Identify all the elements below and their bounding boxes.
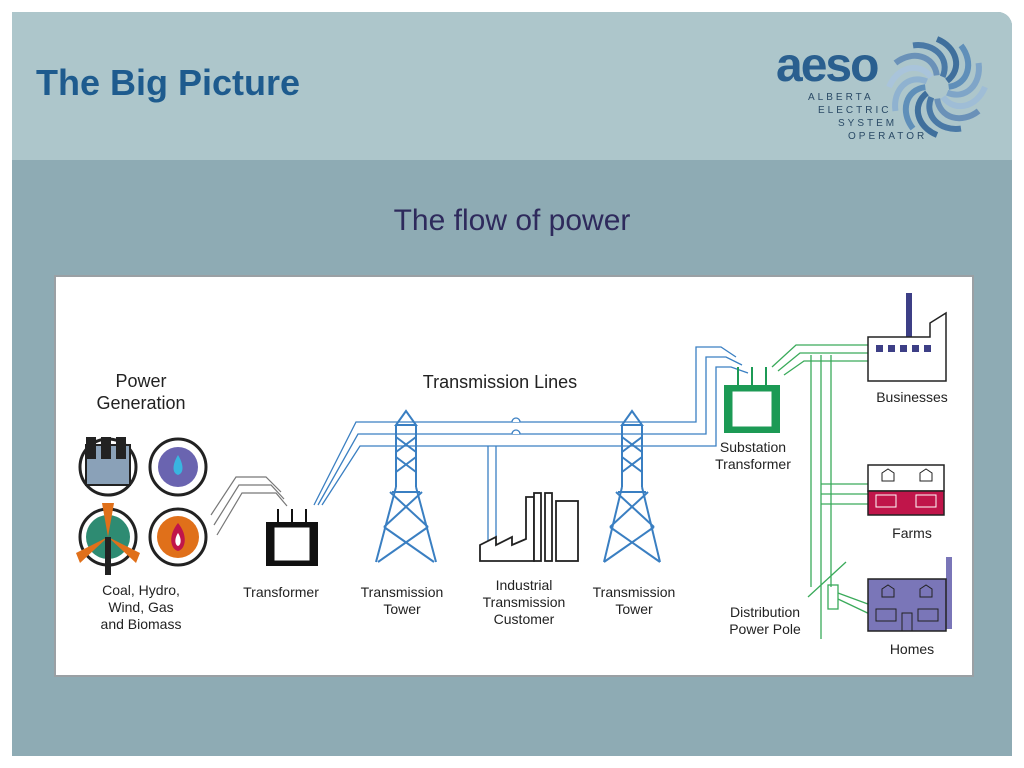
distribution-lines — [771, 344, 877, 639]
coal-plant-icon — [78, 437, 138, 497]
label-farms: Farms — [892, 525, 932, 541]
slide: The Big Picture aeso ALBERTA ELECTRIC SY… — [12, 12, 1012, 756]
logo-line-1: ALBERTA — [808, 92, 874, 103]
logo-line-3: SYSTEM — [838, 118, 898, 129]
wind-icon — [76, 503, 140, 575]
logo-swirl-icon — [886, 36, 988, 138]
home-building-icon — [867, 557, 952, 632]
transformer-icon — [266, 509, 318, 566]
label-transformer: Transformer — [243, 584, 319, 600]
diagram-subtitle: The flow of power — [393, 204, 631, 237]
line-hops — [511, 417, 521, 435]
business-building-icon — [867, 293, 947, 382]
logo-wordmark: aeso — [776, 39, 879, 92]
gas-flame-icon — [148, 507, 208, 567]
transmission-tower-1-icon — [375, 409, 437, 563]
page-title: The Big Picture — [36, 62, 301, 103]
hydro-icon — [148, 437, 208, 497]
generation-feed-lines — [210, 476, 288, 536]
label-businesses: Businesses — [876, 389, 948, 405]
label-homes: Homes — [889, 641, 935, 657]
farm-building-icon — [867, 464, 945, 516]
logo-line-4: OPERATOR — [848, 131, 928, 142]
logo-line-2: ELECTRIC — [818, 105, 892, 116]
label-transmission-lines: Transmission Lines — [422, 372, 578, 392]
diagram-graphics — [76, 293, 952, 639]
industrial-factory-icon — [479, 492, 579, 562]
header-band: The Big Picture aeso ALBERTA ELECTRIC SY… — [12, 12, 1012, 160]
transmission-tower-2-icon — [603, 409, 661, 563]
substation-transformer-icon — [724, 367, 780, 433]
transmission-lines — [313, 346, 749, 546]
